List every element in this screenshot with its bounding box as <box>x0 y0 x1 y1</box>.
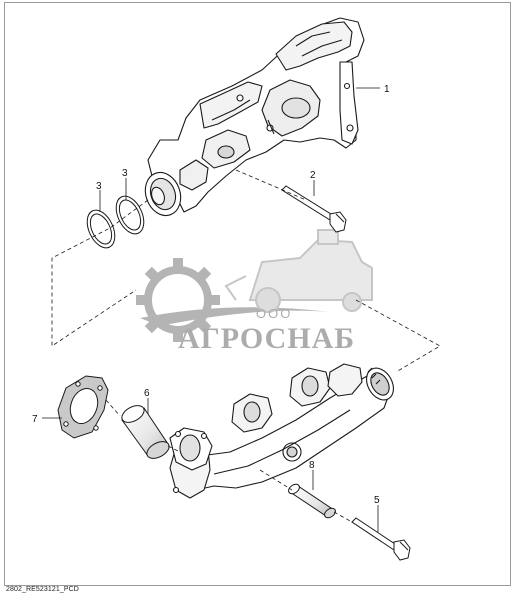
swoosh <box>140 307 330 326</box>
callout-7: 7 <box>32 414 38 425</box>
sleeve-6 <box>121 405 170 459</box>
watermark: ООО АГРОСНАБ <box>136 229 373 355</box>
callout-5: 5 <box>374 495 380 506</box>
callout-3a: 3 <box>96 181 102 192</box>
callout-8: 8 <box>309 460 315 471</box>
assembly-lines <box>51 169 441 523</box>
spacer-8 <box>288 483 336 519</box>
callout-leaders <box>42 87 380 532</box>
callout-6: 6 <box>144 388 150 399</box>
gear-icon <box>136 258 220 342</box>
bolt-5 <box>351 517 411 561</box>
callout-3b: 3 <box>122 168 128 179</box>
sealing-ring-3a <box>86 209 116 249</box>
sealing-ring-3b <box>115 195 145 235</box>
callout-1: 1 <box>384 84 390 95</box>
bolt-2 <box>281 185 347 233</box>
lower-exhaust-manifold <box>169 363 394 499</box>
gasket-7 <box>57 375 109 439</box>
drawing-code: 2802_RE523121_PCD <box>6 586 79 593</box>
upper-exhaust-manifold <box>144 17 365 217</box>
watermark-company-name: АГРОСНАБ <box>178 322 355 355</box>
harvester-icon <box>224 229 373 313</box>
callout-2: 2 <box>310 170 316 181</box>
diagram-frame <box>4 2 511 586</box>
watermark-prefix: ООО <box>256 306 292 321</box>
